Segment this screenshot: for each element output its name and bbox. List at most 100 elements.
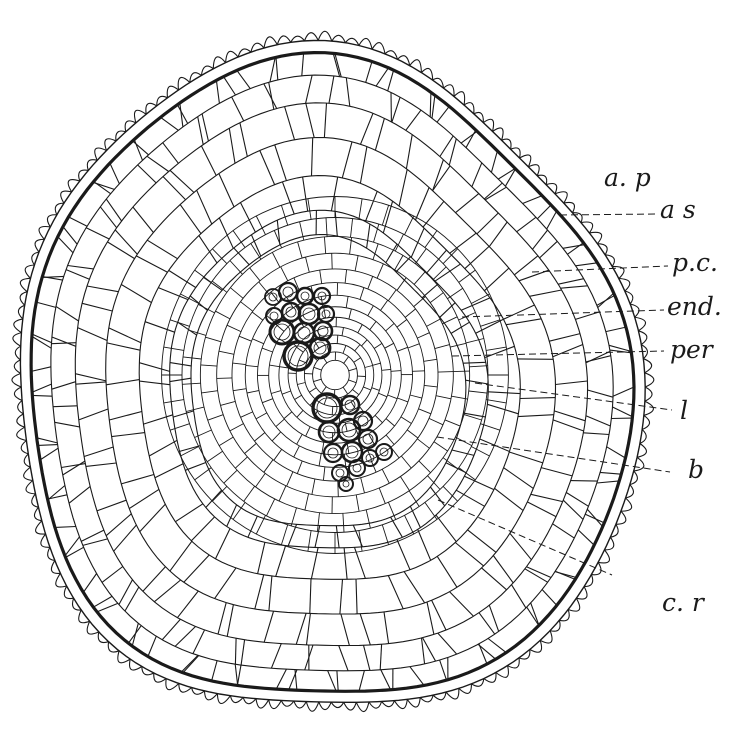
stele-cell-walls bbox=[162, 197, 509, 554]
cortex-radial-wall bbox=[365, 191, 377, 221]
stele-radial-wall bbox=[230, 288, 243, 299]
cortex-radial-wall bbox=[607, 447, 626, 458]
cortex-radial-wall bbox=[114, 525, 137, 551]
stele-radial-wall bbox=[297, 347, 304, 352]
stele-radial-wall bbox=[353, 390, 359, 395]
stele-radial-wall bbox=[414, 272, 425, 285]
xylem-cell bbox=[318, 306, 334, 322]
cortex-radial-wall bbox=[540, 241, 558, 258]
cortex-radial-wall bbox=[479, 613, 495, 635]
cortex-radial-wall bbox=[597, 481, 619, 483]
stele-radial-wall bbox=[164, 400, 184, 403]
stele-radial-wall bbox=[391, 371, 401, 372]
cortex-radial-wall bbox=[147, 156, 169, 171]
cortex-radial-wall bbox=[566, 493, 588, 507]
stele-radial-wall bbox=[345, 270, 347, 284]
stele-radial-wall bbox=[397, 278, 406, 291]
cortex-radial-wall bbox=[337, 671, 338, 692]
stele-radial-wall bbox=[186, 407, 204, 411]
stele-radial-wall bbox=[349, 368, 357, 370]
cortex-radial-wall bbox=[102, 567, 123, 583]
stele-radial-wall bbox=[230, 261, 243, 275]
cortex-radial-wall bbox=[51, 343, 76, 344]
stele-radial-wall bbox=[272, 432, 281, 441]
root-hair bbox=[79, 610, 90, 623]
root-hair bbox=[318, 31, 332, 41]
cortex-radial-wall bbox=[588, 390, 614, 397]
stele-radial-wall bbox=[374, 343, 382, 348]
lower-vascular-bundle bbox=[313, 394, 392, 491]
cortex-radial-wall bbox=[333, 53, 339, 76]
stele-radial-wall bbox=[227, 325, 241, 331]
stele-radial-wall bbox=[434, 442, 448, 451]
root-hair bbox=[483, 119, 493, 131]
cortex-radial-wall bbox=[75, 374, 106, 381]
stele-radial-wall bbox=[291, 508, 296, 526]
cortex-radial-wall bbox=[438, 633, 457, 654]
stele-radial-wall bbox=[405, 309, 415, 318]
cortex-radial-wall bbox=[488, 639, 506, 653]
stele-radial-wall bbox=[256, 515, 265, 534]
xylem-cell bbox=[299, 304, 319, 324]
xylem-cell bbox=[338, 419, 360, 441]
cortex-radial-wall bbox=[65, 537, 80, 556]
label-l: l bbox=[680, 396, 688, 425]
cortex-radial-wall bbox=[399, 169, 407, 206]
stele-radial-wall bbox=[245, 443, 257, 453]
stele-radial-wall bbox=[365, 366, 373, 368]
cortex-radial-wall bbox=[107, 242, 134, 259]
stele-radial-wall bbox=[401, 417, 411, 424]
root-hair bbox=[645, 373, 654, 387]
cortex-radial-wall bbox=[356, 579, 357, 614]
figure-labels: a. p a s p.c. end. per l b c. r bbox=[604, 163, 722, 617]
stele-radial-wall bbox=[344, 357, 349, 364]
stele-ring-wall bbox=[182, 218, 488, 533]
cortex-radial-wall bbox=[128, 626, 141, 644]
stele-radial-wall bbox=[284, 412, 292, 419]
cortex-radial-wall bbox=[199, 236, 217, 263]
cortex-radial-wall bbox=[450, 233, 477, 253]
label-cr: c. r bbox=[662, 588, 706, 617]
cortex-radial-wall bbox=[335, 211, 337, 236]
xylem-cell bbox=[342, 442, 362, 462]
cortex-radial-wall bbox=[571, 481, 598, 482]
stele-radial-wall bbox=[337, 335, 338, 343]
cortex-radial-wall bbox=[241, 640, 245, 665]
stele-radial-wall bbox=[466, 339, 484, 343]
cortex-radial-wall bbox=[404, 572, 425, 603]
cortex-radial-wall bbox=[56, 306, 79, 321]
cortex-radial-wall bbox=[219, 174, 234, 207]
root-hair bbox=[134, 110, 146, 123]
cortex-radial-wall bbox=[145, 322, 175, 333]
cortex-radial-wall bbox=[530, 290, 562, 296]
stele-radial-wall bbox=[275, 324, 284, 331]
cortex-radial-wall bbox=[206, 490, 222, 507]
cortex-radial-wall bbox=[180, 205, 201, 234]
xylem-cell bbox=[319, 422, 339, 442]
stele-radial-wall bbox=[427, 319, 441, 326]
root-hair bbox=[305, 33, 319, 41]
cortex-radial-wall bbox=[109, 328, 141, 343]
cortex-radial-wall bbox=[464, 476, 494, 489]
cortex-radial-wall bbox=[264, 84, 277, 109]
stele-radial-wall bbox=[324, 237, 325, 254]
cortex-radial-wall bbox=[523, 196, 543, 204]
root-hair bbox=[528, 165, 539, 176]
cortex-radial-wall bbox=[600, 472, 621, 474]
cortex-radial-wall bbox=[598, 293, 614, 307]
stele-radial-wall bbox=[202, 391, 218, 393]
cortex-radial-wall bbox=[269, 82, 274, 109]
stele-radial-wall bbox=[400, 477, 409, 491]
cortex-radial-wall bbox=[147, 240, 177, 259]
cortex-radial-wall bbox=[235, 664, 238, 685]
cortex-radial-wall bbox=[555, 572, 576, 578]
stele-radial-wall bbox=[287, 472, 293, 486]
stele-radial-wall bbox=[342, 328, 344, 336]
cortex-radial-wall bbox=[53, 406, 77, 407]
cortex-radial-wall bbox=[216, 529, 231, 559]
cortex-radial-wall bbox=[360, 614, 370, 645]
stele-radial-wall bbox=[430, 293, 443, 303]
xylem-lumen bbox=[317, 398, 337, 418]
stele-radial-wall bbox=[486, 400, 506, 403]
cortex-radial-wall bbox=[440, 303, 455, 318]
